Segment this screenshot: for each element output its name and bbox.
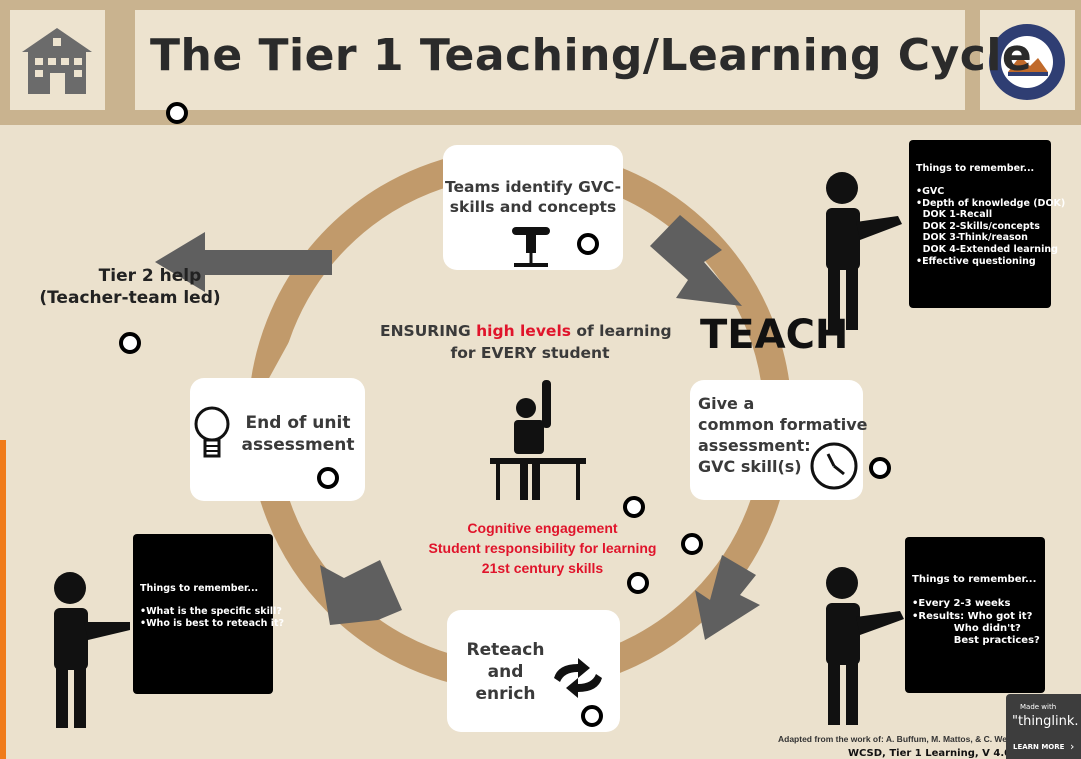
center-heading-line1: ENSURING high levels of learning — [380, 322, 700, 340]
card-formative-line3: assessment: — [698, 436, 811, 455]
clock-icon — [810, 442, 858, 490]
hotspot-tier2[interactable] — [119, 332, 141, 354]
center-heading-suffix: of learning — [576, 322, 672, 340]
engagement-line2: Student responsibility for learning — [428, 540, 657, 556]
engagement-line1: Cognitive engagement — [467, 520, 618, 536]
thinglink-badge[interactable]: Made with "thinglink. LEARN MORE › — [1006, 694, 1081, 759]
card-reteach-line1: Reteach — [466, 640, 545, 660]
note-text-bottom-left: Things to remember... •What is the speci… — [140, 583, 285, 629]
hotspot-title[interactable] — [166, 102, 188, 124]
hotspot-reteach[interactable] — [581, 705, 603, 727]
card-formative-line1: Give a — [698, 394, 755, 413]
student-raising-hand-icon — [490, 380, 586, 500]
center-heading-prefix: ENSURING — [380, 322, 471, 340]
lightbulb-icon — [194, 406, 230, 458]
card-formative-line2: common formative — [698, 415, 868, 434]
arrow-bottom-left — [320, 560, 402, 625]
center-heading-line2: for EVERY student — [450, 344, 610, 362]
note-box-bottom-left — [133, 534, 273, 694]
card-identify-line1: Teams identify GVC- — [444, 178, 622, 196]
chevron-right-icon[interactable]: › — [1070, 740, 1075, 753]
card-end-line1: End of unit — [245, 413, 351, 433]
card-reteach-line3: enrich — [475, 684, 536, 704]
arrow-bottom-right — [695, 555, 760, 640]
page-title: The Tier 1 Teaching/Learning Cycle — [150, 30, 1033, 81]
district-seal-panel — [980, 10, 1075, 110]
hotspot-end-of-unit[interactable] — [317, 467, 339, 489]
title-panel — [135, 10, 965, 110]
tier2-arrow — [155, 232, 332, 292]
teacher-figure-top-right-icon — [826, 172, 902, 330]
card-reteach-line2: and — [487, 662, 524, 682]
district-seal-icon — [989, 24, 1065, 100]
credit-text: Adapted from the work of: A. Buffum, M. … — [778, 734, 1021, 744]
teach-label: TEACH — [700, 312, 849, 358]
card-identify-line2: skills and concepts — [449, 198, 617, 216]
hotspot-21st-century[interactable] — [627, 572, 649, 594]
school-logo-panel — [10, 10, 105, 110]
school-building-icon — [22, 28, 92, 94]
arrow-top-right — [650, 215, 742, 306]
tier2-line1: Tier 2 help — [98, 266, 202, 286]
teacher-figure-bottom-right-icon — [826, 567, 904, 725]
hotspot-engagement[interactable] — [623, 496, 645, 518]
thinglink-logo-text: "thinglink. — [1012, 714, 1079, 729]
version-text: WCSD, Tier 1 Learning, V 4.0 — [848, 748, 1012, 759]
engagement-line3: 21st century skills — [481, 560, 604, 576]
tier2-line2: (Teacher-team led) — [39, 288, 221, 308]
note-box-bottom-right — [905, 537, 1045, 693]
center-heading-emphasis: high levels — [476, 322, 571, 340]
dna-microscope-icon — [512, 227, 550, 267]
note-box-top-right — [909, 140, 1051, 308]
hotspot-formative[interactable] — [869, 457, 891, 479]
note-text-bottom-right: Things to remember... •Every 2-3 weeks •… — [912, 574, 1040, 646]
thinglink-learn-more[interactable]: LEARN MORE — [1013, 743, 1065, 751]
thinglink-made-with: Made with — [1020, 703, 1057, 711]
recycle-arrows-icon — [554, 658, 602, 698]
teacher-figure-bottom-left-icon — [54, 572, 130, 728]
note-text-top-right: Things to remember... •GVC •Depth of kno… — [916, 163, 1066, 267]
hotspot-identify[interactable] — [577, 233, 599, 255]
side-accent-bar — [0, 440, 6, 759]
card-formative-line4: GVC skill(s) — [698, 457, 802, 476]
hotspot-responsibility[interactable] — [681, 533, 703, 555]
card-end-line2: assessment — [241, 435, 355, 455]
